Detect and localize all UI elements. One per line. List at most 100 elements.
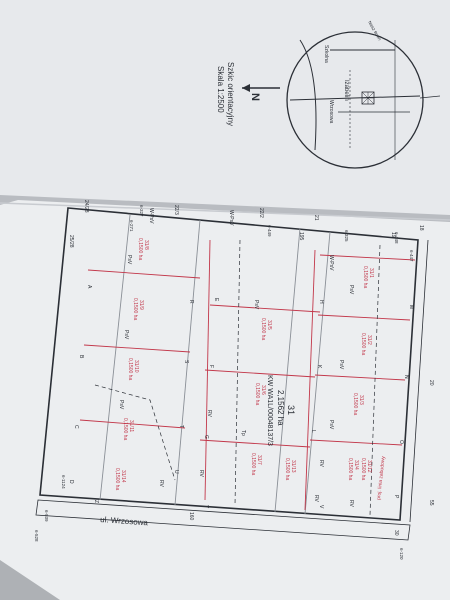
inset-street-izabelin xyxy=(289,95,421,101)
corner-letter: Z xyxy=(93,500,99,503)
plot-number: 31/11 xyxy=(128,420,134,432)
scale-value: Skala 1:2500 xyxy=(216,66,225,113)
soil-class-label: PsV xyxy=(126,255,132,265)
survey-point-label: 6-120 xyxy=(399,548,404,560)
soil-class-label: PsV xyxy=(253,300,259,310)
corner-letter: B xyxy=(78,355,84,359)
plot-division-lines xyxy=(79,239,416,511)
plot-area: 0,1500 ha xyxy=(254,383,260,405)
soil-class-label: W-PsV xyxy=(228,210,234,226)
corner-letter: L xyxy=(310,430,316,433)
soil-layer: PsVPsVPsVPsVPsVPsVPsVRVRVRVRVRVRVTpW-PsV… xyxy=(118,208,354,508)
neighbor-parcel-number: 30 xyxy=(393,530,399,536)
neighbor-parcel-number: 18 xyxy=(418,225,424,231)
plot-number: 31/9 xyxy=(138,300,144,310)
inset-label-izabelin: Izabelin xyxy=(343,80,349,101)
plot-number: 31/8 xyxy=(143,240,149,250)
corner-letter: H xyxy=(318,300,324,304)
soil-class-label: Tp xyxy=(240,430,246,436)
survey-point-label: 6-271 xyxy=(129,220,134,232)
plot-area: 0,1500 ha xyxy=(127,358,133,380)
survey-point-label: 6-1124 xyxy=(61,475,66,489)
plot-area: 0,1500 ha xyxy=(360,333,366,355)
corner-letter: G xyxy=(203,435,209,439)
survey-layer: 6-4476-4486-4496-1206-11246-9396-5286-32… xyxy=(34,205,414,560)
plot-area: 0,1500 ha xyxy=(132,298,138,320)
survey-point-label: 6-528 xyxy=(34,530,39,542)
kw-number: KW WA1L/00048137/3 xyxy=(266,375,273,446)
north-arrow-icon: N xyxy=(242,84,280,101)
corner-letter: C xyxy=(73,425,79,429)
plot-area: 0,1500 ha xyxy=(260,318,266,340)
plot-number: 31/3 xyxy=(358,395,364,405)
soil-class-label: PsV xyxy=(348,285,354,295)
soil-class-label: RV xyxy=(158,480,164,488)
plot-area: 0,1500 ha xyxy=(250,453,256,475)
fold-line xyxy=(0,202,450,221)
paper-sheet-top xyxy=(0,0,450,215)
corner-letter: E xyxy=(213,298,219,302)
survey-point-label: 6-447 xyxy=(409,250,414,262)
street-label: ul. Wrzosowa xyxy=(100,515,149,527)
soil-class-label: PsV xyxy=(118,400,124,410)
parcel-main-area: 2,1562 ha xyxy=(276,390,285,426)
inset-street-szkolna xyxy=(299,39,317,151)
plot-area: 0,1500 ha xyxy=(352,393,358,415)
soil-class-label: RV xyxy=(206,410,212,418)
neighbor-parcel-number: 21 xyxy=(313,215,319,221)
street-band xyxy=(35,499,411,541)
survey-point-label: 6-325 xyxy=(344,230,349,242)
plot-number: 31/13 xyxy=(290,460,296,473)
north-label: N xyxy=(249,93,261,101)
neighbor-parcel-number: 25/28 xyxy=(68,235,74,248)
soil-class-label: PsV xyxy=(123,330,129,340)
neighbor-parcel-number: 195 xyxy=(298,232,304,241)
plot-number: 31/12 xyxy=(366,460,372,473)
survey-point-label: 6-448 xyxy=(394,232,399,244)
plot-number: 31/1 xyxy=(368,268,374,278)
corner-letter: P xyxy=(393,495,399,499)
corner-letter: R xyxy=(188,300,194,304)
soil-class-label: RV xyxy=(348,500,354,508)
plot-number: 31/2 xyxy=(366,335,372,345)
plot-area: 0,1500 ha xyxy=(284,458,290,480)
plot-area: 0,1500 ha xyxy=(360,458,366,480)
plot-number: 31/7 xyxy=(256,455,262,465)
paper-sheet-plan xyxy=(0,200,450,600)
inset-label-wrzosowa: Wrzosowa xyxy=(328,100,334,123)
soil-class-label: W-PsV xyxy=(328,255,334,271)
corner-letter: D xyxy=(68,480,74,484)
neighbor-parcel-number: 55 xyxy=(428,500,434,506)
corner-letter: N xyxy=(403,375,409,379)
parcel-main-number: 31 xyxy=(286,405,296,415)
neighbor-parcel-number: 24/28 xyxy=(83,200,89,213)
plot-area: 0,1500 ha xyxy=(347,458,353,480)
corner-letter: A xyxy=(86,285,92,289)
soil-class-label: PsV xyxy=(338,360,344,370)
corner-letter: T xyxy=(178,425,184,428)
plot-number: 31/14 xyxy=(120,470,126,483)
plot-number: 31/5 xyxy=(266,320,272,330)
soil-class-label: RV xyxy=(313,495,319,503)
soil-class-label: RV xyxy=(198,470,204,478)
survey-point-label: 6-327 xyxy=(139,205,144,217)
plot-number: 31/6 xyxy=(260,385,266,395)
corner-letter: U xyxy=(173,470,179,474)
corner-letter: O xyxy=(398,440,404,444)
corner-letter: S xyxy=(183,360,189,364)
plot-area: 0,1500 ha xyxy=(114,468,120,490)
inset-circle xyxy=(286,31,424,169)
plot-area: 0,1500 ha xyxy=(137,238,143,260)
soil-class-label: W-PsV xyxy=(148,208,154,224)
corner-letter: K xyxy=(316,365,322,369)
corner-letter: F xyxy=(208,365,214,368)
corner-letter: M xyxy=(408,305,414,309)
plot-area: 0,1500 ha xyxy=(362,266,368,288)
neighbor-parcel-number: 22/3 xyxy=(173,205,179,215)
neighbor-parcel-number: 22/2 xyxy=(258,208,264,218)
